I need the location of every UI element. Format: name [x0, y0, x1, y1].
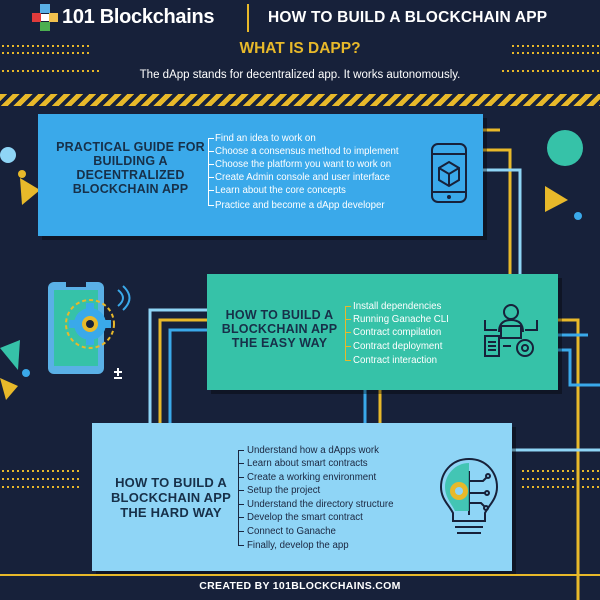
list-item: Learn about smart contracts [247, 458, 368, 469]
brand-name: 101 Blockchains [62, 6, 215, 28]
section-title-line: BLOCKCHAIN APP [110, 490, 232, 505]
header-divider [247, 4, 249, 32]
list-item: Finally, develop the app [247, 540, 349, 551]
footer-divider [0, 574, 600, 576]
list-item: Contract interaction [353, 355, 437, 366]
list-item: Choose the platform you want to work on [215, 159, 392, 170]
list-item: Create a working environment [247, 472, 377, 483]
list-item: Install dependencies [353, 301, 442, 312]
hazard-stripe [0, 94, 600, 106]
list-item: Setup the project [247, 485, 321, 496]
logo-cubes-icon [32, 4, 58, 31]
list-item: Understand the directory structure [247, 499, 394, 510]
list-item: Contract compilation [353, 327, 442, 338]
list-item: Develop the smart contract [247, 512, 363, 523]
smartphone-cube-icon [431, 143, 467, 203]
header-bar [0, 0, 600, 36]
list-item: Find an idea to work on [215, 133, 316, 144]
section-title-line: THE HARD WAY [120, 505, 222, 520]
whatis-description: The dApp stands for decentralized app. I… [139, 69, 461, 81]
list-item: Learn about the core concepts [215, 185, 346, 196]
section-title-line: BUILDING A [93, 154, 168, 168]
list-item: Understand how a dApps work [247, 445, 379, 456]
developer-gear-icon [484, 304, 538, 357]
section-title: PRACTICAL GUIDE FOR BUILDING A DECENTRAL… [48, 140, 213, 196]
section-practical-guide: PRACTICAL GUIDE FOR BUILDING A DECENTRAL… [38, 114, 483, 236]
lightbulb-circuit-icon [439, 457, 499, 534]
list-item: Connect to Ganache [247, 526, 336, 537]
phone-gear-icon [48, 282, 131, 379]
list-item: Create Admin console and user interface [215, 172, 391, 183]
footer-credit: CREATED BY 101BLOCKCHAINS.COM [199, 580, 401, 592]
section-title-line: HOW TO BUILD A [225, 308, 334, 322]
list-item: Practice and become a dApp developer [215, 200, 385, 211]
section-hard-way: HOW TO BUILD A BLOCKCHAIN APP THE HARD W… [92, 423, 512, 571]
section-title-line: PRACTICAL GUIDE FOR [56, 140, 205, 154]
page-title: HOW TO BUILD A BLOCKCHAIN APP [268, 9, 548, 26]
list-item: Contract deployment [353, 341, 443, 352]
section-title-line: THE EASY WAY [231, 336, 328, 350]
section-title-line: BLOCKCHAIN APP [72, 182, 189, 196]
list-item: Running Ganache CLI [353, 314, 449, 325]
section-title-line: DECENTRALIZED [76, 168, 185, 182]
section-title: HOW TO BUILD A BLOCKCHAIN APP THE HARD W… [100, 475, 242, 520]
list-item: Choose a consensus method to implement [215, 146, 399, 157]
section-easy-way: HOW TO BUILD A BLOCKCHAIN APP THE EASY W… [207, 274, 558, 390]
section-title-line: BLOCKCHAIN APP [221, 322, 338, 336]
section-title: HOW TO BUILD A BLOCKCHAIN APP THE EASY W… [217, 308, 342, 350]
whatis-title: WHAT IS DAPP? [239, 40, 361, 57]
section-title-line: HOW TO BUILD A [115, 475, 227, 490]
